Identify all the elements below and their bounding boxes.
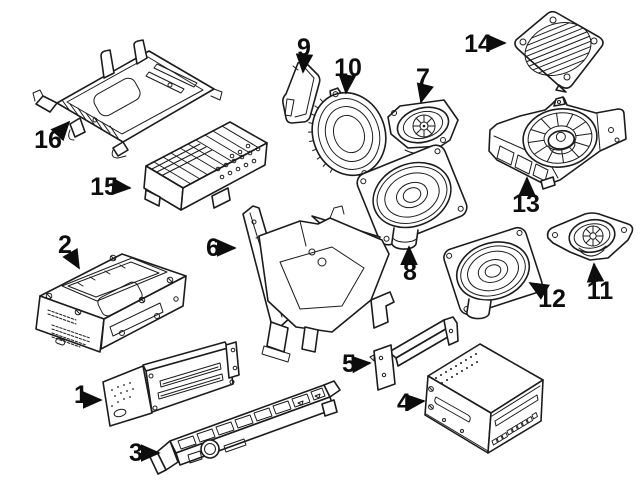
callout-4: 4	[397, 389, 426, 417]
callout-label-1: 1	[74, 381, 88, 409]
callout-8: 8	[400, 245, 418, 286]
part-control-panel-faceplate	[149, 380, 341, 475]
part-cd-changer-unit	[424, 343, 544, 454]
disc-slot	[434, 396, 471, 423]
callout-12: 12	[528, 282, 566, 313]
tweeter-spokes	[582, 225, 604, 247]
callout-label-5: 5	[342, 350, 356, 378]
part-midrange-speaker-rear	[443, 226, 543, 320]
part-mounting-bracket-frame	[242, 205, 395, 363]
callout-label-3: 3	[129, 439, 143, 467]
callout-label-2: 2	[58, 231, 72, 259]
callout-label-8: 8	[403, 258, 417, 286]
callouts: 1 2 3 4 5 6 7 8	[34, 30, 613, 467]
callout-1: 1	[74, 381, 103, 409]
label-text-rows	[47, 309, 91, 348]
rim-hatching	[307, 98, 333, 173]
part-receiver-control-unit	[35, 253, 187, 353]
connector-teeth	[491, 412, 538, 446]
callout-label-11: 11	[587, 277, 614, 305]
callout-label-15: 15	[90, 173, 118, 201]
button-row	[177, 387, 326, 450]
part-tweeter-housing	[282, 61, 321, 124]
callout-label-13: 13	[512, 190, 540, 218]
callout-5: 5	[342, 350, 372, 378]
heatsink-fins	[149, 125, 260, 185]
screws	[45, 254, 174, 316]
callout-label-6: 6	[206, 234, 220, 262]
callout-label-9: 9	[297, 34, 311, 62]
part-tweeter-speaker-front	[387, 99, 459, 154]
callout-label-16: 16	[34, 126, 62, 154]
speaker-magnet	[391, 227, 419, 250]
callout-7: 7	[416, 64, 434, 104]
part-speaker-grille	[514, 10, 604, 93]
callout-13: 13	[512, 176, 540, 218]
speaker-magnet	[466, 298, 492, 320]
vent-dots	[111, 382, 134, 407]
volume-knob	[200, 439, 220, 459]
part-support-bracket-rail	[369, 316, 459, 391]
callout-label-12: 12	[538, 285, 566, 313]
callout-15: 15	[90, 173, 132, 201]
tweeter-spokes	[412, 114, 436, 138]
part-tweeter-speaker-rear	[546, 212, 634, 261]
callout-16: 16	[34, 120, 71, 154]
callout-label-4: 4	[397, 389, 411, 417]
connector-holes	[215, 143, 261, 180]
vent-dots	[435, 353, 478, 384]
part-subwoofer-assembly	[488, 96, 627, 190]
callout-3: 3	[129, 439, 161, 467]
subwoofer-speaker	[522, 108, 598, 168]
screws	[428, 386, 464, 433]
callout-label-7: 7	[416, 64, 430, 92]
callout-10: 10	[334, 54, 362, 95]
screws	[119, 296, 179, 336]
grille-slats	[524, 22, 592, 76]
callout-2: 2	[58, 231, 80, 270]
callout-11: 11	[586, 262, 614, 305]
part-midrange-speaker-front	[356, 144, 468, 250]
callout-14: 14	[464, 30, 507, 58]
part-amplifier-unit	[143, 121, 268, 211]
part-radio-head-unit	[102, 341, 240, 427]
callout-9: 9	[295, 34, 314, 74]
callout-label-10: 10	[334, 54, 362, 82]
callout-label-14: 14	[464, 30, 492, 58]
callout-6: 6	[206, 234, 237, 262]
